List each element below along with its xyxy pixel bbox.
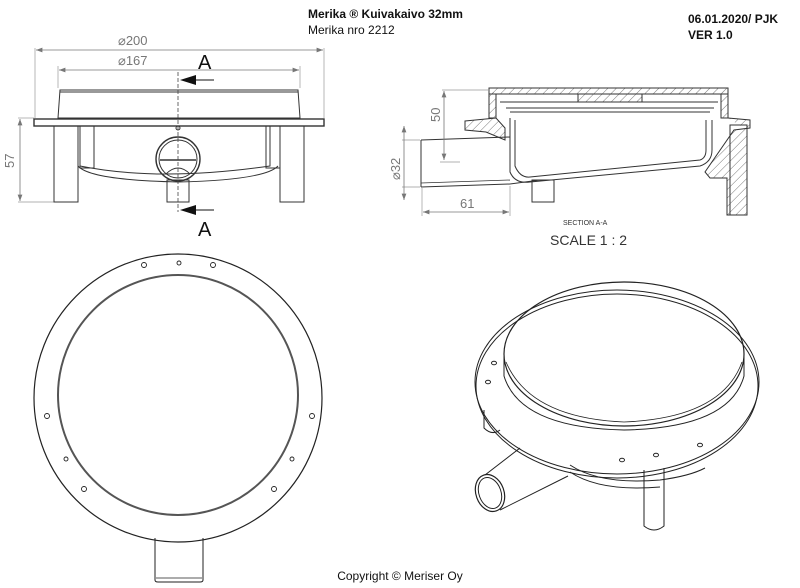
title-block: Merika ® Kuivakaivo 32mm Merika nro 2212 xyxy=(308,6,463,38)
section-marker-top: A xyxy=(198,52,212,74)
section-view xyxy=(401,87,751,216)
dim-pipe-diameter: ⌀32 xyxy=(388,158,403,180)
dim-inner-diameter: ⌀167 xyxy=(118,53,148,68)
dim-pipe-length: 61 xyxy=(460,196,474,211)
scale-label: SCALE 1 : 2 xyxy=(550,232,627,248)
iso-view xyxy=(474,281,760,531)
section-marker-bottom: A xyxy=(198,219,212,241)
bolt-holes xyxy=(44,260,315,492)
dim-height-50: 50 xyxy=(428,108,443,122)
top-view xyxy=(33,253,323,583)
product-number: Merika nro 2212 xyxy=(308,23,395,37)
product-title: Merika ® Kuivakaivo 32mm xyxy=(308,7,463,21)
section-label: SECTION A-A xyxy=(563,220,608,227)
dim-outer-diameter: ⌀200 xyxy=(118,33,148,48)
dim-height-57: 57 xyxy=(2,154,17,168)
front-view xyxy=(17,47,325,215)
date-author: 06.01.2020/ PJK xyxy=(688,12,779,26)
copyright-footer: Copyright © Meriser Oy xyxy=(337,569,463,583)
revision-block: 06.01.2020/ PJK VER 1.0 xyxy=(688,11,778,43)
version: VER 1.0 xyxy=(688,28,733,42)
